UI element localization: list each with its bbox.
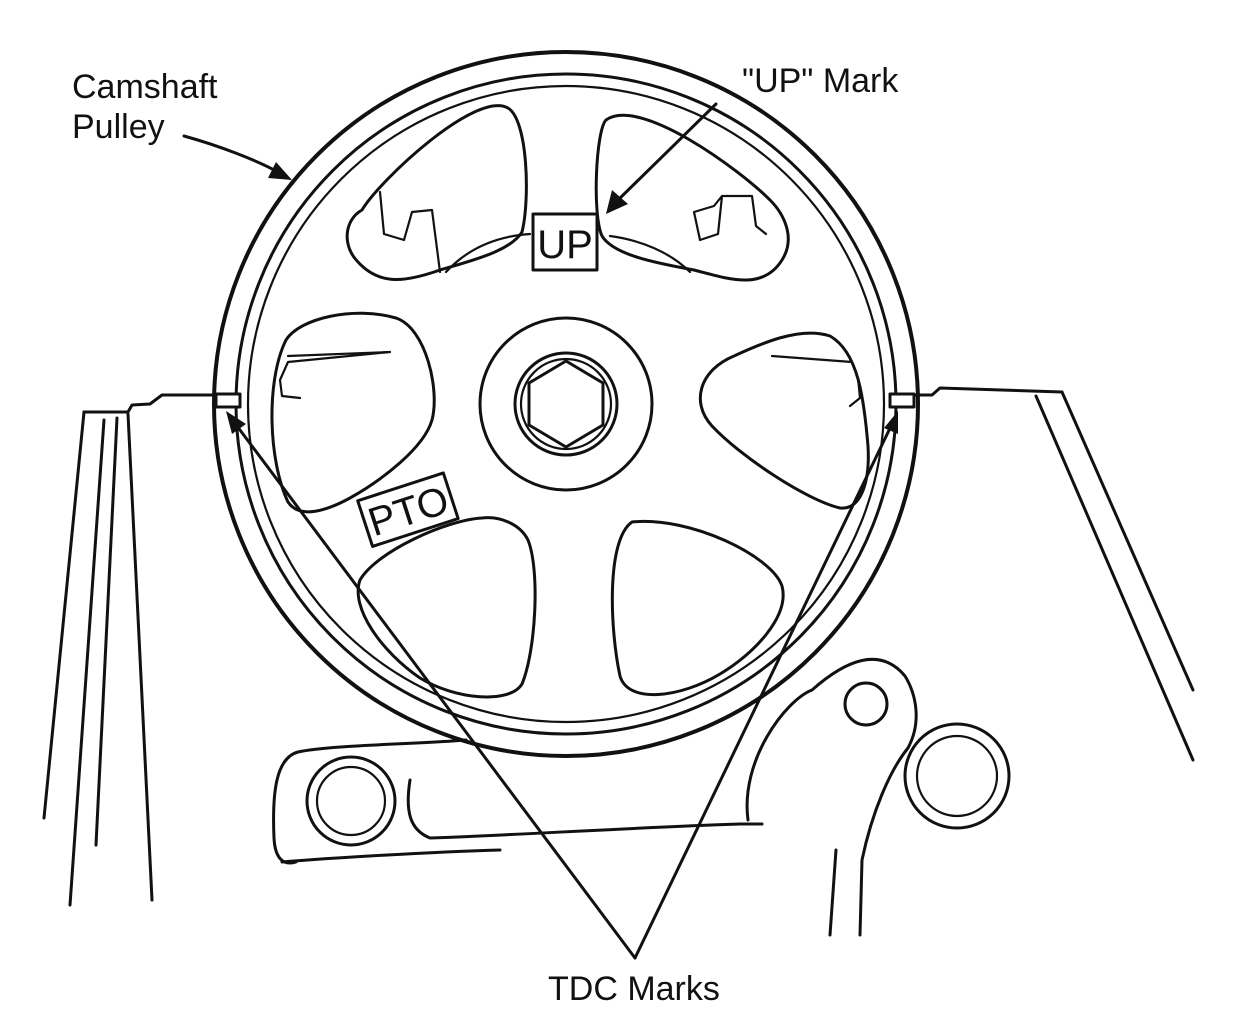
- tdc-right-leader: [633, 422, 894, 960]
- up-marking: UP: [531, 212, 599, 272]
- tdc-right-arrowhead: [884, 411, 898, 434]
- tdc-marks-label: TDC Marks: [548, 970, 720, 1008]
- up-mark-label: "UP" Mark: [742, 62, 899, 100]
- camshaft-lobes: [278, 190, 862, 408]
- engine-block-outline: [42, 386, 1195, 937]
- spoke-windows: [270, 104, 870, 699]
- camshaft-pulley-arrowhead: [268, 162, 292, 180]
- up-mark-text: UP: [537, 223, 593, 267]
- up-mark-box: [531, 212, 599, 272]
- up-mark-leader: [614, 102, 718, 204]
- callout-labels: Camshaft Pulley "UP" Mark TDC Marks: [72, 62, 899, 1008]
- camshaft-label-line1: Camshaft: [72, 68, 218, 106]
- up-mark-arrowhead: [606, 190, 628, 214]
- pulley-label-line2: Pulley: [72, 108, 165, 146]
- pto-mark-box: [356, 471, 460, 548]
- hex-bolt: [527, 359, 605, 449]
- camshaft-pulley-leader: [182, 134, 280, 174]
- tdc-notches: [214, 392, 916, 409]
- hub: [478, 316, 654, 492]
- tdc-left-leader: [232, 420, 637, 960]
- tdc-left-arrowhead: [226, 411, 246, 434]
- camshaft-pulley: UP PTO: [212, 50, 920, 758]
- callout-leaders: [182, 102, 898, 960]
